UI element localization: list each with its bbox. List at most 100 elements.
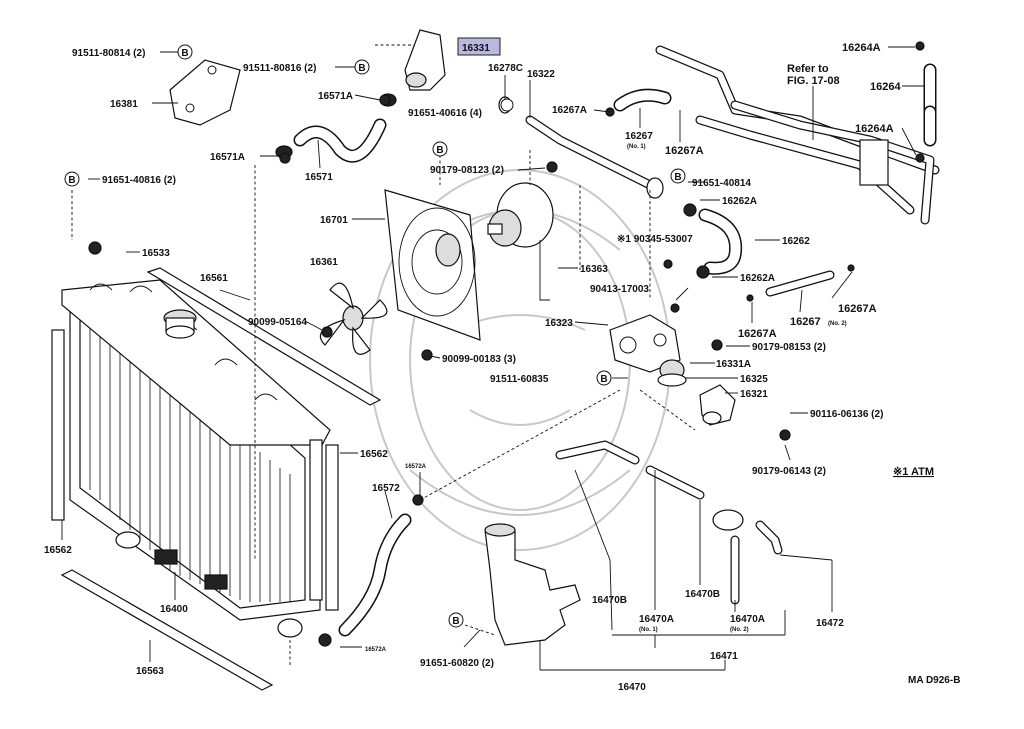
part-label: 16572 [372, 483, 400, 494]
part-label: ※1 90345-53007 [617, 234, 693, 245]
part-label: 16278C [488, 63, 523, 74]
part-label: 16562 [44, 545, 72, 556]
part-label: 16262A [740, 273, 775, 284]
part-label: 16470B [685, 589, 720, 600]
part-label: 16571A [318, 91, 353, 102]
part-label: 90179-06143 (2) [752, 466, 826, 477]
callout-b-label: B [600, 374, 607, 385]
heater-pipe-assembly [655, 45, 940, 225]
part-label: 16471 [710, 651, 738, 662]
inlet-16321 [699, 384, 736, 426]
seal-16561 [146, 267, 382, 406]
water-outlet-16331 [404, 29, 446, 91]
part-label-tag: (No. 2) [828, 321, 847, 327]
fan-16361 [319, 282, 388, 355]
part-label: 16262A [722, 196, 757, 207]
radiator-16400 [61, 279, 331, 638]
fan-shroud-16701 [384, 189, 481, 341]
part-label: 90099-05164 [248, 317, 307, 328]
part-label: 16322 [527, 69, 555, 80]
part-label: 16361 [310, 257, 338, 268]
callout-b-marker: B [448, 612, 464, 628]
part-label: 16267A [838, 303, 877, 315]
callout-b-marker: B [670, 168, 686, 184]
hose-16267-no1 [613, 88, 672, 112]
dashed-reference-lines [71, 44, 696, 665]
hose-16267-no2 [765, 270, 835, 297]
part-label: 16267 [625, 131, 653, 142]
part-label: 16400 [160, 604, 188, 615]
part-label: 16563 [136, 666, 164, 677]
part-label: 91511-80816 (2) [243, 63, 316, 74]
part-label: 16323 [545, 318, 573, 329]
part-label: 16470 [618, 682, 646, 693]
part-label: 91651-40814 [692, 178, 751, 189]
part-label: 16325 [740, 374, 768, 385]
part-label-16331[interactable]: 16331 [462, 43, 490, 54]
refer-note-line2: FIG. 17-08 [787, 75, 840, 87]
part-label: 16572A [405, 464, 427, 470]
fan-motor-16363 [487, 182, 554, 301]
reservoir-16470 [484, 523, 581, 646]
callout-b-label: B [452, 616, 459, 627]
callout-b-label: B [181, 48, 188, 59]
part-label: 16267 [790, 316, 821, 328]
part-label: 16331A [716, 359, 751, 370]
part-label: 90179-08123 (2) [430, 165, 504, 176]
seal-16562-right [309, 439, 339, 611]
atm-note: ※1 ATM [893, 466, 934, 478]
part-label: 16264 [870, 81, 901, 93]
reservoir-hoses [555, 440, 783, 605]
part-label: 16262 [782, 236, 810, 247]
part-label: 91511-60835 [490, 374, 549, 385]
callout-b-label: B [68, 175, 75, 186]
callout-b-marker: B [64, 171, 80, 187]
part-label: 16267A [738, 328, 777, 340]
part-label: 16533 [142, 248, 170, 259]
callout-b-label: B [674, 172, 681, 183]
part-label: 16470A [639, 614, 674, 625]
callout-b-marker: B [354, 59, 370, 75]
part-label-tag: (No. 1) [639, 627, 658, 633]
part-label: 16264A [842, 42, 881, 54]
refer-note-line1: Refer to [787, 63, 829, 75]
hose-16572 [338, 513, 412, 637]
callout-b-markers: B B B B B B B [64, 44, 686, 628]
part-label: 16571A [210, 152, 245, 163]
seal-16562-left [51, 329, 65, 521]
part-label-tag: (No. 2) [730, 627, 749, 633]
part-label: 90179-08153 (2) [752, 342, 826, 353]
part-label: 91651-60820 (2) [420, 658, 494, 669]
part-label: 16572A [365, 647, 387, 653]
part-label: 16701 [320, 215, 348, 226]
part-label: 16267A [552, 105, 587, 116]
part-label-tag: (No. 1) [627, 144, 646, 150]
callout-b-marker: B [177, 44, 193, 60]
part-label: 16562 [360, 449, 388, 460]
thermostat-16325 [657, 359, 687, 387]
part-label: 91511-80814 (2) [72, 48, 145, 59]
fasteners [88, 41, 925, 647]
radiator-core-grid [89, 322, 291, 602]
part-label: 16267A [665, 145, 704, 157]
part-label: 91651-40616 (4) [408, 108, 482, 119]
part-label: 90099-00183 (3) [442, 354, 516, 365]
part-label: 16381 [110, 99, 138, 110]
part-label: 16561 [200, 273, 228, 284]
highlighted-part-callout[interactable]: 16331 [457, 37, 501, 56]
hose-16571 [275, 93, 397, 163]
callout-b-label: B [358, 63, 365, 74]
part-label: 16363 [580, 264, 608, 275]
part-label: 16321 [740, 389, 768, 400]
part-label: 16571 [305, 172, 333, 183]
bracket-16381 [169, 59, 241, 126]
part-label: 16470B [592, 595, 627, 606]
water-inlet-16323 [609, 314, 681, 373]
part-label: 16472 [816, 618, 844, 629]
seal-16563 [60, 569, 274, 691]
callout-b-marker: B [432, 141, 448, 157]
part-label: 16470A [730, 614, 765, 625]
part-label: 16264A [855, 123, 894, 135]
part-label: 90116-06136 (2) [810, 409, 883, 420]
